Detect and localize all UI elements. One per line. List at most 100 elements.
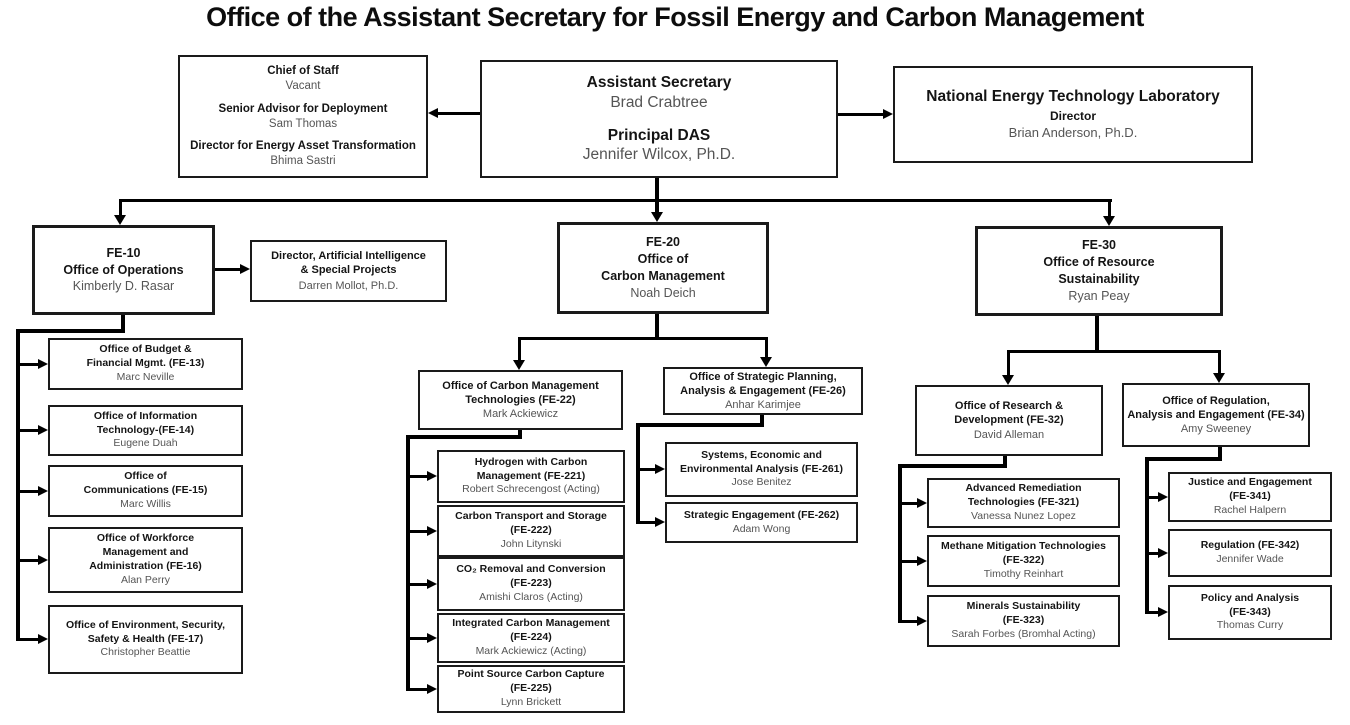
fe13-title: Office of Budget & Financial Mgmt. (FE-1… (86, 343, 205, 370)
org-box-fe222: Carbon Transport and Storage (FE-222) Jo… (437, 505, 625, 557)
org-box-fe30: FE-30 Office of Resource Sustainability … (975, 226, 1223, 316)
connector-fe20-split (518, 337, 768, 340)
fe321-name: Vanessa Nunez Lopez (971, 509, 1076, 522)
staff-role: Chief of Staff Vacant (267, 64, 339, 94)
connector-fe26-spine (636, 423, 640, 524)
fe30-name: Ryan Peay (1068, 288, 1130, 303)
fe342-title: Regulation (FE-342) (1200, 539, 1300, 552)
role-name: Brad Crabtree (610, 93, 708, 111)
fe20-office: Office of Carbon Management (601, 252, 725, 283)
fe262-name: Adam Wong (732, 522, 791, 535)
right-arrowhead-icon (655, 517, 665, 527)
role-name: Jennifer Wilcox, Ph.D. (582, 146, 736, 164)
connector-secretary-to-netl (838, 113, 883, 116)
org-box-fe223: CO₂ Removal and Conversion (FE-223) Amis… (437, 557, 625, 611)
fe343-name: Thomas Curry (1216, 619, 1284, 632)
fe341-name: Rachel Halpern (1213, 503, 1287, 516)
connector-drop-fe26 (765, 337, 768, 357)
connector-branch-fe342 (1147, 552, 1158, 555)
connector-branch-fe341 (1147, 496, 1158, 499)
connector-fe20-down (655, 314, 659, 340)
org-box-fe20: FE-20 Office of Carbon Management Noah D… (557, 222, 769, 314)
fe221-title: Hydrogen with Carbon Management (FE-221) (474, 455, 588, 482)
right-arrowhead-icon (1158, 548, 1168, 558)
fe34-title: Office of Regulation, Analysis and Engag… (1127, 394, 1305, 421)
org-box-fe22: Office of Carbon Management Technologies… (418, 370, 623, 430)
connector-branch-fe15 (18, 490, 38, 493)
fe26-name: Anhar Karimjee (725, 399, 801, 412)
connector-branch-fe321 (900, 502, 917, 505)
role-name: Sam Thomas (268, 117, 338, 130)
fe10-code: FE-10 (106, 245, 141, 260)
connector-fe10-to-ai (215, 268, 242, 271)
right-arrowhead-icon (427, 633, 437, 643)
org-box-fe34: Office of Regulation, Analysis and Engag… (1122, 383, 1310, 447)
org-box-staff: Chief of Staff Vacant Senior Advisor for… (178, 55, 428, 178)
connector-branch-fe225 (408, 688, 427, 691)
connector-fe32-elbow (898, 464, 1007, 468)
fe14-title: Office of Information Technology-(FE-14) (93, 409, 198, 436)
role-title: Director for Energy Asset Transformation (190, 140, 416, 153)
fe15-title: Office of Communications (FE-15) (83, 470, 208, 497)
right-arrowhead-icon (240, 264, 250, 274)
down-arrowhead-icon (1103, 216, 1115, 226)
ai-name: Darren Mollot, Ph.D. (298, 280, 399, 293)
fe343-title: Policy and Analysis (FE-343) (1200, 591, 1300, 618)
fe341-title: Justice and Engagement (FE-341) (1188, 476, 1312, 503)
fe16-title: Office of Workforce Management and Admin… (89, 532, 202, 572)
org-box-fe221: Hydrogen with Carbon Management (FE-221)… (437, 450, 625, 503)
role-title: Chief of Staff (267, 64, 339, 77)
connector-fe10-elbow (16, 329, 125, 333)
fe322-name: Timothy Reinhart (983, 567, 1064, 580)
right-arrowhead-icon (38, 634, 48, 644)
netl-org: National Energy Technology Laboratory (926, 88, 1220, 106)
org-box-fe262: Strategic Engagement (FE-262) Adam Wong (665, 502, 858, 543)
connector-branch-fe261 (638, 468, 655, 471)
connector-fe30-down (1095, 316, 1099, 352)
connector-fe30-split (1007, 350, 1221, 353)
fe30-office: Office of Resource Sustainability (1043, 255, 1155, 286)
connector-fe22-spine (406, 435, 410, 691)
connector-fe32-spine (898, 464, 902, 623)
connector-fe34-down (1218, 447, 1222, 460)
org-box-fe343: Policy and Analysis (FE-343) Thomas Curr… (1168, 585, 1332, 640)
org-box-fe14: Office of Information Technology-(FE-14)… (48, 405, 243, 456)
fe225-title: Point Source Carbon Capture (FE-225) (457, 668, 605, 695)
org-box-fe26: Office of Strategic Planning, Analysis &… (663, 367, 863, 415)
fe32-title: Office of Research & Development (FE-32) (954, 400, 1064, 427)
page-title: Office of the Assistant Secretary for Fo… (206, 2, 1144, 32)
fe14-name: Eugene Duah (113, 437, 178, 450)
connector-secretary-to-staff (438, 112, 480, 115)
org-box-fe15: Office of Communications (FE-15) Marc Wi… (48, 465, 243, 517)
right-arrowhead-icon (917, 556, 927, 566)
connector-branch-fe323 (900, 620, 917, 623)
fe224-name: Mark Ackiewicz (Acting) (475, 644, 587, 657)
fe322-title: Methane Mitigation Technologies (FE-322) (941, 540, 1106, 567)
fe16-name: Alan Perry (120, 573, 171, 586)
org-box-fe322: Methane Mitigation Technologies (FE-322)… (927, 535, 1120, 587)
fe22-title: Office of Carbon Management Technologies… (442, 379, 599, 406)
connector-distribution (119, 199, 1112, 202)
org-box-fe32: Office of Research & Development (FE-32)… (915, 385, 1103, 456)
connector-branch-fe13 (18, 363, 38, 366)
staff-role: Senior Advisor for Deployment Sam Thomas (219, 102, 388, 132)
fe222-title: Carbon Transport and Storage (FE-222) (455, 510, 607, 537)
right-arrowhead-icon (38, 425, 48, 435)
down-arrowhead-icon (114, 215, 126, 225)
connector-branch-fe16 (18, 559, 38, 562)
fe22-name: Mark Ackiewicz (482, 408, 559, 421)
fe15-name: Marc Willis (120, 497, 171, 510)
right-arrowhead-icon (427, 579, 437, 589)
org-box-fe13: Office of Budget & Financial Mgmt. (FE-1… (48, 338, 243, 390)
fe222-name: John Litynski (500, 537, 562, 550)
fe34-name: Amy Sweeney (1180, 423, 1252, 436)
connector-secretary-drop (655, 178, 659, 201)
fe26-title: Office of Strategic Planning, Analysis &… (680, 370, 846, 397)
connector-branch-fe343 (1147, 611, 1158, 614)
org-box-fe261: Systems, Economic and Environmental Anal… (665, 442, 858, 497)
fe323-name: Sarah Forbes (Bromhal Acting) (951, 627, 1096, 640)
connector-fe22-down (518, 430, 522, 439)
org-box-fe17: Office of Environment, Security, Safety … (48, 605, 243, 674)
right-arrowhead-icon (427, 526, 437, 536)
fe13-name: Marc Neville (116, 370, 175, 383)
